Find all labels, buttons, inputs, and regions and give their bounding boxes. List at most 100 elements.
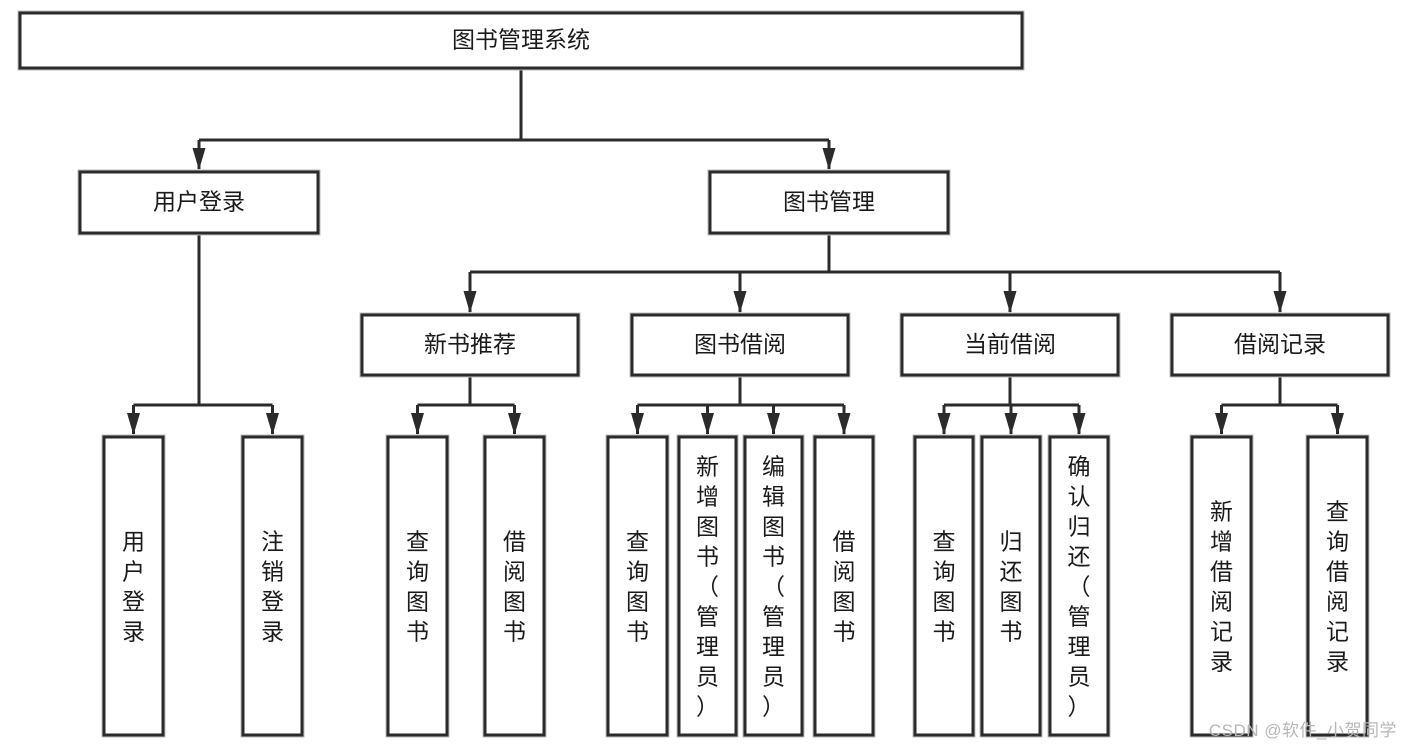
node-label: 借阅图书 — [833, 528, 856, 644]
node-box-outline — [17, 10, 1025, 71]
node-label: 图书借阅 — [694, 331, 786, 357]
arrow-head-icon — [411, 413, 424, 435]
node-return-book[interactable]: 归还图书 — [979, 434, 1043, 738]
node-label: 用户登录 — [153, 189, 245, 215]
arrow-head-icon — [192, 148, 206, 170]
node-label: 查询图书 — [406, 528, 429, 644]
node-book-manage[interactable]: 图书管理 — [707, 169, 951, 236]
node-box — [1048, 435, 1110, 737]
node-box-outline — [482, 434, 547, 738]
arrow-head-icon — [822, 148, 836, 170]
node-label: 借阅图书 — [503, 528, 526, 644]
node-box-outline — [629, 312, 851, 378]
node-box — [677, 435, 738, 737]
node-query-book-1[interactable]: 查询图书 — [385, 434, 450, 738]
node-label: 归还图书 — [1000, 528, 1023, 644]
node-box — [1306, 435, 1369, 737]
node-box-outline — [77, 169, 321, 236]
node-borrow-book-2[interactable]: 借阅图书 — [812, 434, 876, 738]
node-box-outline — [1169, 312, 1391, 378]
arrow-head-icon — [837, 413, 851, 435]
watermark-text: CSDN @软件_小贺同学 — [1208, 721, 1397, 740]
node-label: 查询图书 — [933, 528, 956, 644]
node-box-outline — [1305, 434, 1370, 738]
node-label: 新书推荐 — [424, 331, 516, 357]
arrow-head-icon — [266, 413, 279, 435]
node-box-outline — [676, 434, 739, 738]
node-box-outline — [240, 434, 305, 738]
node-box — [980, 435, 1042, 737]
node-box — [813, 435, 875, 737]
node-box-outline — [912, 434, 976, 738]
arrow-head-icon — [1004, 413, 1018, 435]
node-current-borrow[interactable]: 当前借阅 — [899, 312, 1121, 378]
node-box-outline — [707, 169, 951, 236]
node-label: 借阅记录 — [1234, 331, 1326, 357]
node-box — [743, 435, 804, 737]
node-confirm-return-admin[interactable]: 确认归还（管理员） — [1047, 434, 1111, 738]
node-new-book-recommend[interactable]: 新书推荐 — [359, 312, 581, 378]
node-label: 查询图书 — [626, 528, 649, 644]
arrow-head-icon — [1003, 291, 1017, 313]
node-box-outline — [899, 312, 1121, 378]
node-borrow-record[interactable]: 借阅记录 — [1169, 312, 1391, 378]
node-box-outline — [979, 434, 1043, 738]
arrow-head-icon — [1273, 291, 1287, 313]
arrow-head-icon — [701, 413, 714, 435]
node-label: 当前借阅 — [964, 331, 1056, 357]
arrow-head-icon — [127, 413, 140, 435]
node-box — [386, 435, 449, 737]
node-box — [78, 170, 320, 235]
node-box-outline — [359, 312, 581, 378]
arrow-head-icon — [463, 291, 477, 313]
node-box — [913, 435, 975, 737]
node-box — [630, 313, 850, 377]
node-query-book-3[interactable]: 查询图书 — [912, 434, 976, 738]
node-label: 确认归还（管理员） — [1068, 453, 1091, 719]
node-box — [360, 313, 580, 377]
node-box — [708, 170, 950, 235]
node-box — [241, 435, 304, 737]
node-edit-book-admin[interactable]: 编辑图书（管理员） — [742, 434, 805, 738]
node-label: 编辑图书（管理员） — [762, 453, 785, 719]
arrow-head-icon — [1331, 413, 1344, 435]
node-root[interactable]: 图书管理系统 — [17, 10, 1025, 71]
arrow-head-icon — [1215, 413, 1228, 435]
node-add-borrow-record[interactable]: 新增借阅记录 — [1189, 434, 1254, 738]
node-user-login-do[interactable]: 用户登录 — [101, 434, 166, 738]
node-user-logout[interactable]: 注销登录 — [240, 434, 305, 738]
node-box — [18, 11, 1024, 70]
arrow-head-icon — [937, 413, 951, 435]
node-box-outline — [101, 434, 166, 738]
node-book-borrow[interactable]: 图书借阅 — [629, 312, 851, 378]
node-label: 注销登录 — [261, 528, 284, 644]
node-box-outline — [1189, 434, 1254, 738]
node-label: 图书管理 — [783, 189, 875, 215]
node-label: 查询借阅记录 — [1326, 498, 1349, 674]
node-box-outline — [742, 434, 805, 738]
node-box — [483, 435, 546, 737]
arrow-head-icon — [733, 291, 747, 313]
node-label: 图书管理系统 — [452, 27, 590, 53]
node-query-book-2[interactable]: 查询图书 — [605, 434, 670, 738]
node-box-outline — [385, 434, 450, 738]
node-add-book-admin[interactable]: 新增图书（管理员） — [676, 434, 739, 738]
node-box — [900, 313, 1120, 377]
node-label: 新增借阅记录 — [1210, 498, 1233, 674]
node-box-outline — [812, 434, 876, 738]
arrow-head-icon — [508, 413, 521, 435]
node-borrow-book-1[interactable]: 借阅图书 — [482, 434, 547, 738]
node-box-outline — [605, 434, 670, 738]
node-label: 新增图书（管理员） — [696, 453, 719, 719]
node-box — [1190, 435, 1253, 737]
node-box — [606, 435, 669, 737]
node-box-outline — [1047, 434, 1111, 738]
node-user-login[interactable]: 用户登录 — [77, 169, 321, 236]
arrow-head-icon — [1072, 413, 1086, 435]
node-label: 用户登录 — [122, 528, 145, 644]
node-query-borrow-record[interactable]: 查询借阅记录 — [1305, 434, 1370, 738]
node-box — [1170, 313, 1390, 377]
connector-layer — [127, 68, 1344, 435]
